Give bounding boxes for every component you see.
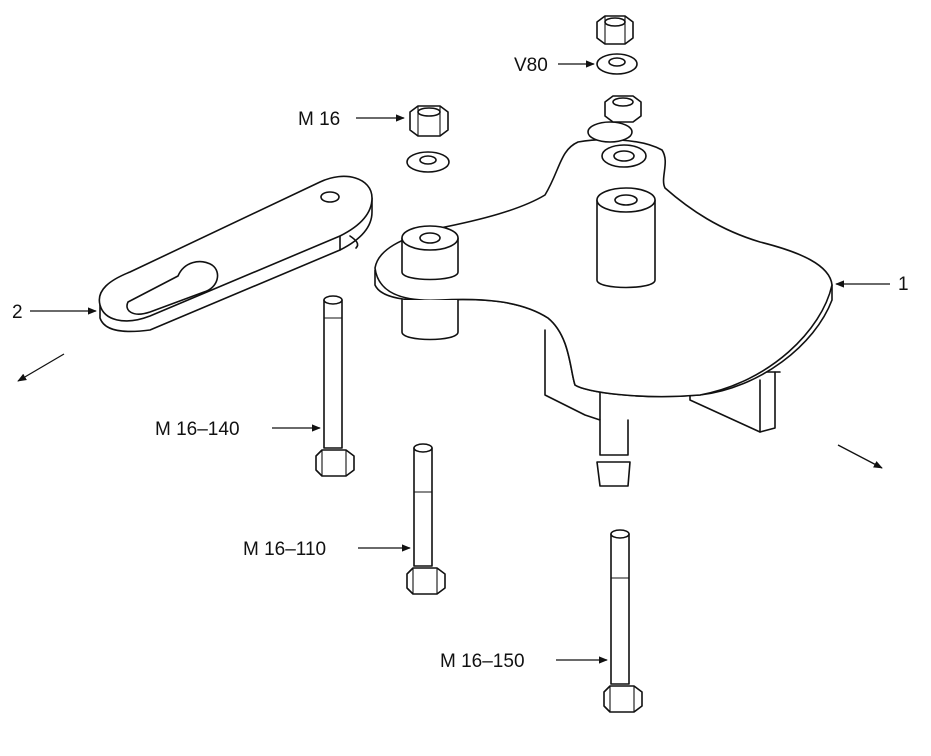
label-part-2: 2 — [12, 302, 23, 323]
label-m16-140: M 16–140 — [155, 419, 240, 440]
left-direction-arrow — [17, 353, 65, 382]
main-bracket-part-1 — [374, 121, 833, 487]
m16-nut-washer — [406, 105, 450, 173]
label-m16-150: M 16–150 — [440, 651, 525, 672]
label-part-1: 1 — [898, 274, 909, 295]
bolt-m16-150 — [603, 529, 643, 713]
v80-nut-washer — [596, 15, 642, 123]
label-m16: M 16 — [298, 109, 340, 130]
bolt-m16-110 — [406, 443, 446, 595]
right-direction-arrow — [837, 444, 883, 469]
label-m16-110: M 16–110 — [243, 539, 326, 560]
label-v80: V80 — [514, 55, 548, 76]
bolt-m16-140 — [315, 295, 355, 477]
slotted-lever-part-2 — [98, 175, 373, 333]
